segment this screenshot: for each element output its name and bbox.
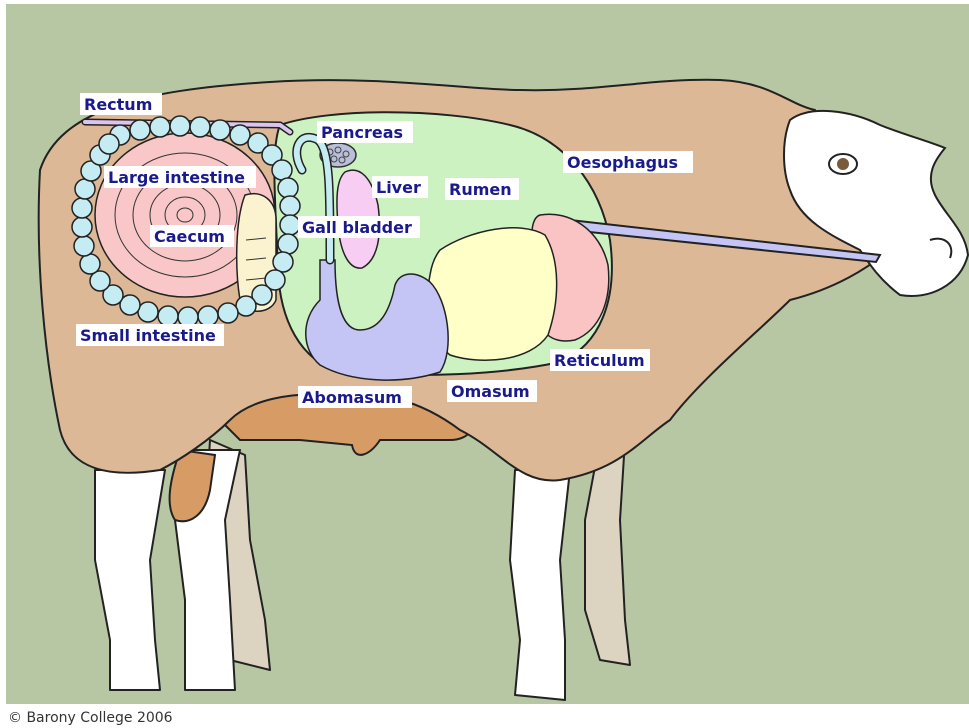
small-intestine-label: Small intestine [80,326,216,345]
omasum-label: Omasum [451,382,530,401]
reticulum-label: Reticulum [554,351,645,370]
abomasum-label: Abomasum [302,388,402,407]
rectum-label: Rectum [84,95,152,114]
large-intestine-label: Large intestine [108,168,245,187]
caecum-label: Caecum [154,227,225,246]
rumen-label: Rumen [449,180,512,199]
pancreas-label: Pancreas [321,123,403,142]
eye-pupil [837,158,849,170]
copyright-credit: © Barony College 2006 [8,710,173,726]
liver-label: Liver [376,178,421,197]
gall-bladder-label: Gall bladder [302,218,412,237]
oesophagus-label: Oesophagus [567,153,678,172]
